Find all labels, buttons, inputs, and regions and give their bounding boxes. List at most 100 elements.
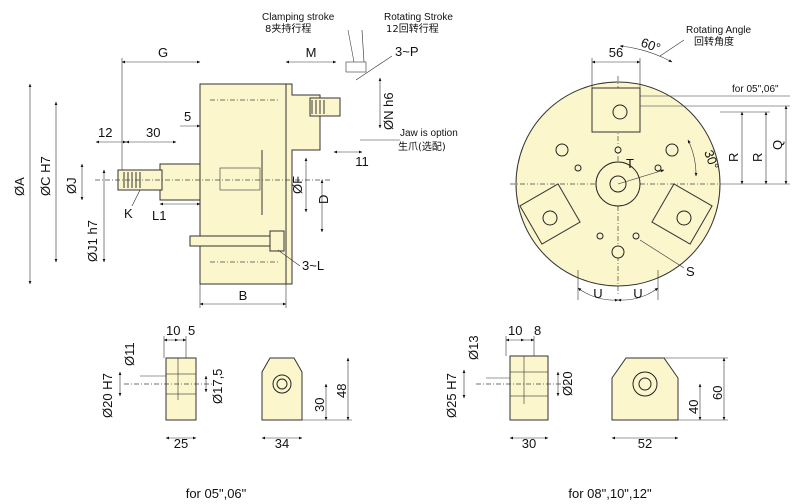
front-view: 56 60° Rotating Angle 回转角度 for 05",06" R…	[510, 25, 790, 302]
dim-large-40: 40	[686, 400, 701, 414]
hidden-lines	[210, 99, 280, 263]
dim-t-line	[617, 169, 665, 185]
dim-b: B	[239, 288, 248, 303]
caption-small: for 05",06"	[186, 486, 247, 501]
dim-p: 3~P	[395, 44, 419, 59]
dim-large-52: 52	[638, 436, 652, 451]
for-0506-top: for 05",06"	[732, 84, 779, 95]
rotating-stroke-cn: 12回转行程	[386, 22, 439, 35]
dim-56: 56	[609, 45, 623, 60]
mount-bolt	[189, 235, 281, 247]
dim-j: ØJ	[64, 177, 79, 194]
dim-30: 30	[146, 125, 160, 140]
dim-l: 3~L	[302, 258, 324, 273]
bolt-thread-top	[311, 100, 325, 114]
jaw-right-hole	[676, 210, 692, 226]
adapter	[159, 163, 201, 201]
dim-large-10: 10	[508, 323, 522, 338]
dim-u1-arc	[577, 287, 619, 302]
rotating-angle-leader	[659, 39, 685, 57]
dim-a: ØA	[12, 177, 27, 196]
dim-l1: L1	[152, 208, 166, 223]
small-hole-1	[574, 164, 582, 172]
jaw-option-cn: 生爪(选配)	[398, 140, 446, 153]
mount-bolt-head	[269, 230, 285, 252]
dim-small-11: Ø11	[122, 342, 137, 366]
dim-u2: U	[633, 286, 642, 301]
dim-large-13: Ø13	[466, 335, 481, 360]
jaw-bolt-top	[309, 97, 341, 117]
dim-11: 11	[355, 154, 369, 169]
bolt-hole-1	[555, 143, 569, 157]
angle-60: 60°	[639, 35, 663, 56]
jaw-large-hole-inner	[638, 377, 652, 391]
dim-c: ØC H7	[38, 156, 53, 196]
rotating-stroke-en: Rotating Stroke	[384, 12, 453, 23]
dim-u2-arc	[617, 287, 659, 302]
dim-5: 5	[184, 109, 191, 124]
dim-small-25: 25	[174, 436, 188, 451]
jaw-large-bore	[509, 371, 549, 397]
dim-small-30: 30	[312, 398, 327, 412]
dim-m: M	[306, 45, 317, 60]
chuck-front-face	[285, 83, 321, 285]
s-leader	[639, 239, 685, 269]
caption-large: for 08",10",12"	[568, 486, 652, 501]
jaw-small-drawing: 10 5 Ø11 Ø20 H7 Ø17,5 25 30 48 34 for 05…	[100, 323, 352, 501]
dim-q: Q	[770, 140, 785, 150]
jaw-large-drawing: 10 8 Ø13 Ø25 H7 Ø20 30 40 60 52 for 08",…	[444, 323, 728, 501]
stroke-marker	[345, 61, 367, 73]
dim-u1: U	[593, 286, 602, 301]
side-view: G M Clamping stroke 8夹持行程 Rotating Strok…	[12, 12, 458, 308]
dim-f: ØF	[290, 176, 305, 194]
chuck-body	[199, 83, 287, 285]
dim-small-175: Ø17,5	[210, 369, 225, 404]
dim-r1: R	[726, 153, 741, 162]
dim-small-10: 10	[166, 323, 180, 338]
dim-12: 12	[98, 125, 112, 140]
internal-piston	[219, 167, 261, 191]
dim-small-20: Ø20 H7	[100, 373, 115, 418]
jaw-left-hole	[542, 210, 558, 226]
small-hole-4	[632, 232, 640, 240]
jaw-large-side	[509, 355, 549, 421]
dim-large-20: Ø20	[560, 371, 575, 396]
bolt-hole-2	[665, 143, 679, 157]
jaw-option-en: Jaw is option	[400, 128, 458, 139]
clamping-leader	[347, 29, 355, 63]
angle-30-arc	[687, 139, 698, 177]
dim-k: K	[124, 206, 133, 221]
bolt-hole-3	[611, 245, 625, 259]
dim-large-8: 8	[534, 323, 541, 338]
rotating-leader	[361, 29, 365, 63]
small-hole-5	[614, 146, 622, 154]
angle-60-arc	[619, 44, 673, 63]
clamping-stroke-cn: 8夹持行程	[265, 22, 311, 35]
dim-g: G	[158, 45, 168, 60]
dim-large-25: Ø25 H7	[444, 373, 459, 418]
small-hole-3	[596, 232, 604, 240]
dim-small-5: 5	[188, 323, 195, 338]
jaw-small-hole-inner	[276, 378, 288, 390]
jaw-small-bore	[165, 373, 197, 395]
l-leader	[277, 249, 301, 267]
p-leader	[355, 55, 393, 81]
rotating-angle-en: Rotating Angle	[686, 25, 751, 36]
dim-small-34: 34	[275, 436, 289, 451]
clamping-stroke-en: Clamping stroke	[262, 12, 335, 23]
dim-j1: ØJ1 h7	[85, 220, 100, 262]
dim-t: T	[626, 156, 634, 171]
rotating-angle-cn: 回转角度	[694, 35, 734, 48]
dim-s: S	[686, 264, 695, 279]
dim-large-30: 30	[522, 436, 536, 451]
small-hole-2	[654, 164, 662, 172]
dim-n: ØN h6	[381, 92, 396, 130]
dim-d: D	[316, 195, 331, 204]
jaw-top-hole	[612, 104, 628, 120]
jaw-small-side	[165, 357, 197, 421]
dim-large-60: 60	[710, 386, 725, 400]
dim-small-48: 48	[334, 384, 349, 398]
angle-30: 30°	[701, 148, 722, 172]
